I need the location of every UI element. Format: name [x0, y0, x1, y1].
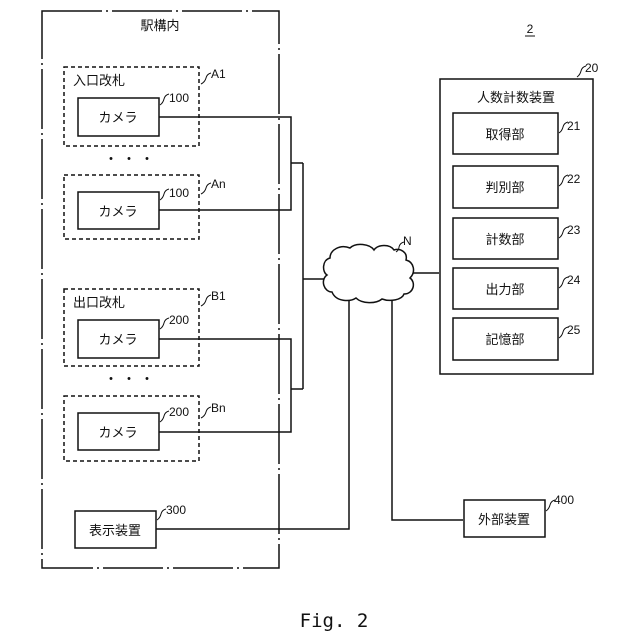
external-device-ref: 400 [554, 493, 574, 507]
leader-100-an [160, 189, 169, 200]
unit-ref-acquisition: 21 [567, 119, 581, 133]
leader-200-bn [160, 411, 169, 422]
unit-label-output: 出力部 [485, 283, 524, 298]
ref-an: An [211, 177, 226, 191]
camera-ref-bn: 200 [169, 405, 189, 419]
network-ref: N [403, 234, 412, 248]
unit-label-acquisition: 取得部 [485, 127, 524, 143]
exit-gate-label: 出口改札 [73, 296, 125, 311]
entrance-gate-an: An カメラ 100 [64, 175, 226, 239]
camera-label-an: カメラ [98, 205, 137, 220]
figure-caption: Fig. 2 [300, 610, 369, 632]
unit-ref-storage: 25 [567, 323, 581, 337]
exit-gate-bn: Bn カメラ 200 [64, 396, 226, 461]
camera-label-bn: カメラ [98, 426, 137, 441]
entrance-gate-a1: 入口改札 A1 カメラ 100 [64, 67, 226, 146]
camera-label-a1: カメラ [98, 111, 137, 126]
camera-ref-a1: 100 [169, 91, 189, 105]
unit-label-storage: 記憶部 [485, 332, 524, 348]
counter-title: 人数計数装置 [477, 90, 555, 106]
unit-label-counting: 計数部 [485, 232, 524, 248]
unit-label-discrimination: 判別部 [485, 181, 524, 196]
people-counting-device: 人数計数装置 20 取得部 21 判別部 22 計数部 23 出力部 24 記憶… [440, 61, 599, 374]
network-n: N [323, 234, 413, 303]
ellipsis-b: ・・・ [104, 372, 158, 388]
leader-200-b1 [160, 318, 169, 329]
leader-bn [201, 407, 211, 418]
station-boundary [42, 11, 279, 568]
leader-100-a1 [160, 94, 169, 105]
external-device: 外部装置 400 [464, 493, 574, 537]
unit-ref-counting: 23 [567, 223, 581, 237]
counter-ref: 20 [585, 61, 599, 75]
unit-ref-output: 24 [567, 273, 581, 287]
leader-300 [157, 509, 166, 520]
camera-ref-an: 100 [169, 186, 189, 200]
display-device: 表示装置 300 [75, 503, 186, 548]
camera-label-b1: カメラ [98, 333, 137, 348]
display-device-label: 表示装置 [89, 524, 141, 539]
ellipsis-a: ・・・ [104, 152, 158, 168]
external-device-label: 外部装置 [478, 513, 530, 528]
unit-ref-discrimination: 22 [567, 172, 581, 186]
cloud-icon [323, 244, 413, 302]
ref-bn: Bn [211, 401, 226, 415]
leader-an [201, 183, 211, 194]
ref-a1: A1 [211, 67, 226, 81]
display-device-ref: 300 [166, 503, 186, 517]
leader-a1 [201, 73, 211, 84]
exit-gate-b1: 出口改札 B1 カメラ 200 [64, 289, 226, 366]
station-title: 駅構内 [140, 18, 179, 34]
camera-ref-b1: 200 [169, 313, 189, 327]
leader-b1 [201, 295, 211, 306]
system-ref: 2 [527, 22, 534, 36]
entrance-gate-label: 入口改札 [73, 74, 125, 89]
ref-b1: B1 [211, 289, 226, 303]
